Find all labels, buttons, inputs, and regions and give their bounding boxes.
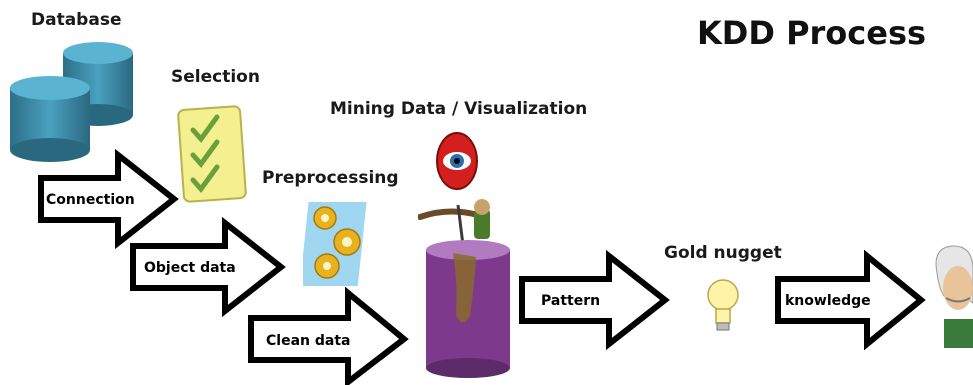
preprocessing-label: Preprocessing: [262, 168, 399, 188]
clean-data-arrow: Clean data: [248, 286, 409, 385]
object-data-arrow-label: Object data: [144, 260, 236, 276]
database-label: Database: [31, 10, 122, 30]
pattern-arrow: Pattern: [519, 249, 670, 351]
pattern-arrow-label: Pattern: [541, 293, 600, 309]
page-title: KDD Process: [697, 14, 927, 52]
knowledge-arrow-label: knowledge: [785, 293, 871, 309]
gears-icon: [299, 198, 373, 290]
person-icon: [932, 243, 973, 348]
selection-label: Selection: [171, 67, 260, 87]
gold-nugget-label: Gold nugget: [664, 243, 782, 263]
mining-cylinder-icon: [417, 195, 518, 380]
checklist-icon: [175, 100, 250, 205]
database-icon: [8, 38, 138, 168]
connection-arrow-label: Connection: [46, 192, 135, 208]
object-data-arrow: Object data: [130, 216, 286, 318]
light-bulb-icon: [706, 277, 740, 333]
knowledge-arrow: knowledge: [775, 249, 926, 351]
clean-data-arrow-label: Clean data: [266, 333, 350, 349]
mining-label: Mining Data / Visualization: [330, 99, 588, 119]
eye-icon: [436, 132, 478, 190]
connection-arrow: Connection: [38, 148, 179, 250]
